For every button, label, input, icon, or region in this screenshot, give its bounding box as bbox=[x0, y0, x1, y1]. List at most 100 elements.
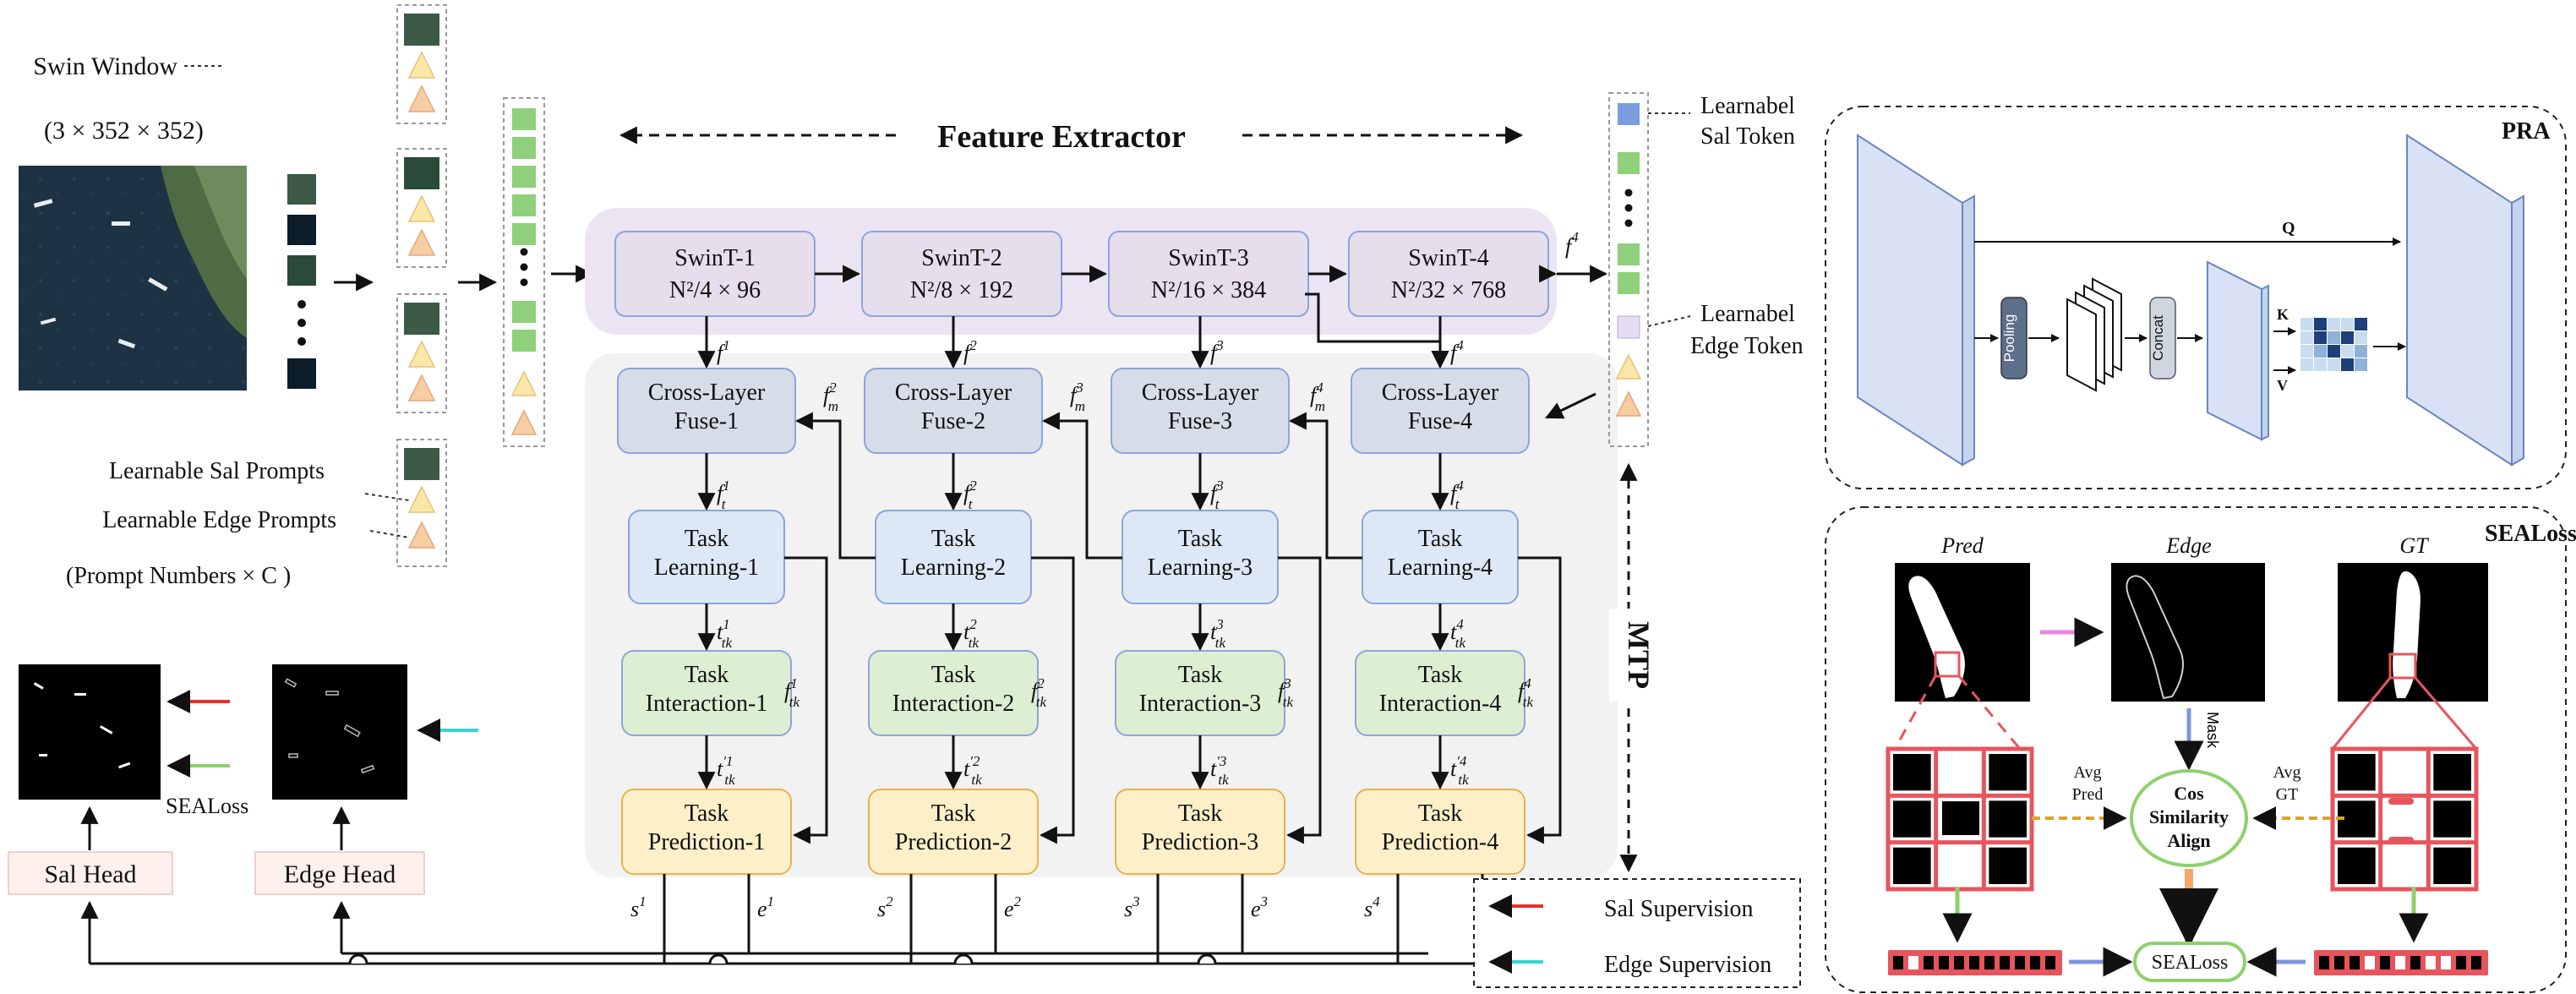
vector-cell bbox=[2380, 956, 2390, 969]
s-label: s2 bbox=[877, 893, 893, 921]
s-label: s4 bbox=[1364, 893, 1380, 921]
attention-cell bbox=[2341, 331, 2354, 344]
vector-cell bbox=[1984, 956, 1995, 969]
vector-cell bbox=[1954, 956, 1964, 969]
attention-cell bbox=[2300, 318, 2313, 330]
ftk-skip-arrow bbox=[1518, 556, 1562, 844]
swin-block-dim: N²/8 × 192 bbox=[910, 277, 1013, 303]
vector-cell bbox=[2471, 956, 2481, 969]
sal-head-label: Sal Head bbox=[44, 860, 136, 888]
sal-output-map bbox=[19, 664, 161, 800]
attention-cell bbox=[2355, 318, 2367, 330]
edge-token bbox=[1617, 315, 1640, 339]
cos-label-3: Align bbox=[2167, 830, 2210, 851]
vector-cell bbox=[2334, 956, 2344, 969]
sal-token-label-2: Sal Token bbox=[1700, 123, 1795, 150]
legend-edge-label: Edge Supervision bbox=[1604, 952, 1771, 978]
swin-window-groups bbox=[396, 4, 447, 567]
sal-head bbox=[8, 851, 173, 895]
heads-section: SEALoss Sal Head Edge Head bbox=[8, 664, 1479, 965]
attention-cell bbox=[2300, 345, 2313, 358]
swin-block-dim: N²/16 × 384 bbox=[1151, 277, 1266, 303]
gt-mask-image bbox=[2338, 563, 2488, 702]
cos-label-2: Similarity bbox=[2149, 806, 2229, 827]
attention-cell bbox=[2341, 358, 2354, 371]
edge-head-label: Edge Head bbox=[284, 860, 396, 888]
s-label: s3 bbox=[1124, 893, 1140, 921]
vector-cell bbox=[1924, 956, 1934, 969]
attention-cell bbox=[2300, 358, 2313, 371]
concat-label: Concat bbox=[2150, 315, 2166, 361]
attention-cell bbox=[2328, 358, 2340, 371]
edge-label: Edge bbox=[2165, 533, 2211, 558]
attention-cell bbox=[2328, 318, 2340, 330]
sal-token bbox=[1618, 103, 1640, 125]
avg-gt-label-2: GT bbox=[2276, 785, 2299, 804]
attention-cell bbox=[2341, 318, 2354, 330]
attention-cell bbox=[2314, 358, 2327, 371]
ftk-skip-arrow bbox=[1278, 556, 1322, 844]
zoom-cell bbox=[2338, 847, 2376, 884]
swin-block-1 bbox=[614, 231, 816, 317]
feature-extractor-region bbox=[585, 208, 1557, 335]
vector-cell bbox=[1969, 956, 1979, 969]
edge-output-map bbox=[272, 664, 407, 800]
swin-block-name: SwinT-3 bbox=[1168, 245, 1248, 271]
s-label: s1 bbox=[630, 893, 647, 921]
attention-cell bbox=[2355, 345, 2367, 358]
zoom-cell bbox=[1989, 800, 2027, 838]
pred-center-cell bbox=[1942, 801, 1979, 835]
sealoss-side-label: SEALoss bbox=[166, 794, 248, 818]
pra-panel: PRA Q Pooling Concat K V bbox=[1825, 106, 2567, 489]
pred-label: Pred bbox=[1940, 533, 1984, 558]
sealoss-panel: SEALoss Pred Edge GT Mask bbox=[1825, 506, 2576, 993]
learnable-edge-prompts-label: Learnable Edge Prompts bbox=[102, 507, 336, 533]
vector-cell bbox=[2441, 956, 2451, 969]
vector-cell bbox=[2456, 956, 2466, 969]
cos-similarity-align bbox=[2130, 769, 2248, 867]
edge-token-label-1: Learnabel bbox=[1700, 301, 1795, 327]
bus-crossover bbox=[708, 953, 729, 964]
prompt-numbers-label: (Prompt Numbers × C ) bbox=[66, 563, 291, 589]
zoom-cell bbox=[2433, 754, 2471, 791]
sal-token-label-1: Learnabel bbox=[1700, 93, 1795, 119]
swin-window-label: Swin Window bbox=[33, 52, 177, 80]
bus-crossover bbox=[1197, 953, 1217, 964]
pra-k-label: K bbox=[2277, 306, 2289, 323]
vector-cell bbox=[2045, 956, 2055, 969]
pra-v-label: V bbox=[2277, 377, 2288, 394]
feature-extractor-header: Feature Extractor bbox=[619, 119, 1524, 155]
pooled-feature-stack bbox=[2066, 277, 2122, 392]
zoom-cell bbox=[1989, 754, 2027, 791]
zoom-cell bbox=[2338, 754, 2376, 791]
vector-cell bbox=[2426, 956, 2436, 969]
edge-head bbox=[254, 851, 425, 895]
swin-block-name: SwinT-2 bbox=[921, 245, 1001, 271]
attention-cell bbox=[2300, 331, 2313, 344]
attention-cell bbox=[2328, 345, 2340, 358]
legend-sal-label: Sal Supervision bbox=[1604, 896, 1754, 922]
mtp-region bbox=[585, 353, 1618, 877]
edge-map-image bbox=[2111, 563, 2265, 702]
zoom-cell bbox=[1893, 754, 1931, 791]
f4-output-label: f4 bbox=[1565, 229, 1579, 259]
